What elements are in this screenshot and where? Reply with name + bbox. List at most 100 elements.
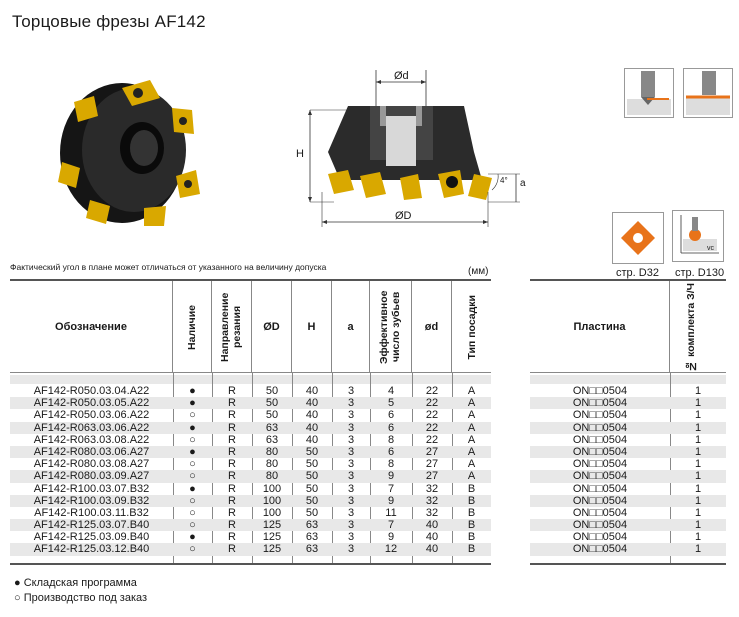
header-kit: № комплекта З/Ч — [685, 282, 697, 372]
cell-a: 3 — [347, 470, 355, 483]
cutter-table: Обозначение Наличие Направление резания … — [10, 279, 491, 565]
cell-dir: R — [228, 543, 236, 556]
cell-insert: ON□□0504 — [572, 470, 628, 483]
cell-mount: A — [467, 458, 476, 471]
cell-avail: ● — [189, 531, 196, 544]
cell-mount: B — [467, 531, 476, 544]
cell-d: 22 — [425, 433, 439, 446]
cell-a: 3 — [347, 409, 355, 422]
cell-insert: ON□□0504 — [572, 543, 628, 556]
cell-D: 80 — [265, 445, 279, 458]
cell-d: 27 — [425, 470, 439, 483]
cell-insert: ON□□0504 — [572, 531, 628, 544]
legend-stock: ● Складская программа — [14, 577, 137, 589]
cell-D: 125 — [262, 519, 282, 532]
cell-d: 40 — [425, 543, 439, 556]
vc-label: vc — [707, 245, 714, 252]
cell-d: 22 — [425, 409, 439, 422]
dim-angle-label: 4° — [500, 176, 508, 185]
cell-z: 6 — [387, 445, 395, 458]
cell-insert: ON□□0504 — [572, 445, 628, 458]
cell-avail: ● — [189, 421, 196, 434]
cell-D: 63 — [265, 421, 279, 434]
cell-avail: ○ — [189, 543, 196, 556]
cutting-page-ref: стр. D130 — [675, 267, 725, 279]
cell-mount: A — [467, 397, 476, 410]
cell-d: 40 — [425, 519, 439, 532]
machining-type-icon-1 — [624, 68, 674, 118]
cell-kit: 1 — [694, 458, 702, 471]
cell-H: 50 — [305, 494, 319, 507]
cell-a: 3 — [347, 519, 355, 532]
insert-page-ref: стр. D32 — [616, 267, 659, 279]
cell-D: 80 — [265, 470, 279, 483]
machining-type-icon-2 — [683, 68, 733, 118]
cell-dir: R — [228, 458, 236, 471]
cell-avail: ○ — [189, 470, 196, 483]
cell-dir: R — [228, 519, 236, 532]
cell-insert: ON□□0504 — [572, 506, 628, 519]
cell-avail: ● — [189, 445, 196, 458]
cell-H: 50 — [305, 482, 319, 495]
cell-mount: B — [467, 482, 476, 495]
header-direction: Направление резания — [212, 281, 252, 373]
cell-avail: ● — [189, 397, 196, 410]
cell-z: 9 — [387, 470, 395, 483]
cell-H: 50 — [305, 445, 319, 458]
legend-order-symbol: ○ — [14, 592, 21, 604]
cell-mount: A — [467, 470, 476, 483]
cell-kit: 1 — [694, 519, 702, 532]
cell-z: 7 — [387, 519, 395, 532]
cell-d: 27 — [425, 458, 439, 471]
dim-d-label: Ød — [394, 70, 409, 82]
cell-mount: B — [467, 543, 476, 556]
cell-H: 40 — [305, 433, 319, 446]
cell-kit: 1 — [694, 433, 702, 446]
cell-D: 50 — [265, 385, 279, 397]
cell-code: AF142-R100.03.07.B32 — [33, 482, 150, 495]
cell-kit: 1 — [694, 494, 702, 507]
cell-avail: ○ — [189, 409, 196, 422]
cell-D: 100 — [262, 506, 282, 519]
cell-a: 3 — [347, 482, 355, 495]
cell-D: 100 — [262, 482, 282, 495]
cell-z: 6 — [387, 409, 395, 422]
cell-code: AF142-R050.03.05.A22 — [33, 397, 150, 410]
cell-dir: R — [228, 397, 236, 410]
cell-kit: 1 — [694, 482, 702, 495]
legend-order: ○ Производство под заказ — [14, 592, 147, 604]
cell-avail: ○ — [189, 506, 196, 519]
cell-a: 3 — [347, 543, 355, 556]
cell-H: 63 — [305, 531, 319, 544]
cell-avail: ● — [189, 385, 196, 397]
cell-D: 125 — [262, 543, 282, 556]
cell-D: 63 — [265, 433, 279, 446]
cell-insert: ON□□0504 — [572, 421, 628, 434]
header-designation: Обозначение — [10, 281, 173, 373]
cell-D: 50 — [265, 409, 279, 422]
header-d: ød — [412, 281, 452, 373]
table-row: ON□□0504 1 — [530, 494, 726, 507]
face-mill-illustration — [58, 80, 200, 226]
cell-insert: ON□□0504 — [572, 494, 628, 507]
cell-mount: A — [467, 433, 476, 446]
dim-D-label: ØD — [395, 210, 412, 222]
cell-code: AF142-R100.03.09.B32 — [33, 494, 150, 507]
